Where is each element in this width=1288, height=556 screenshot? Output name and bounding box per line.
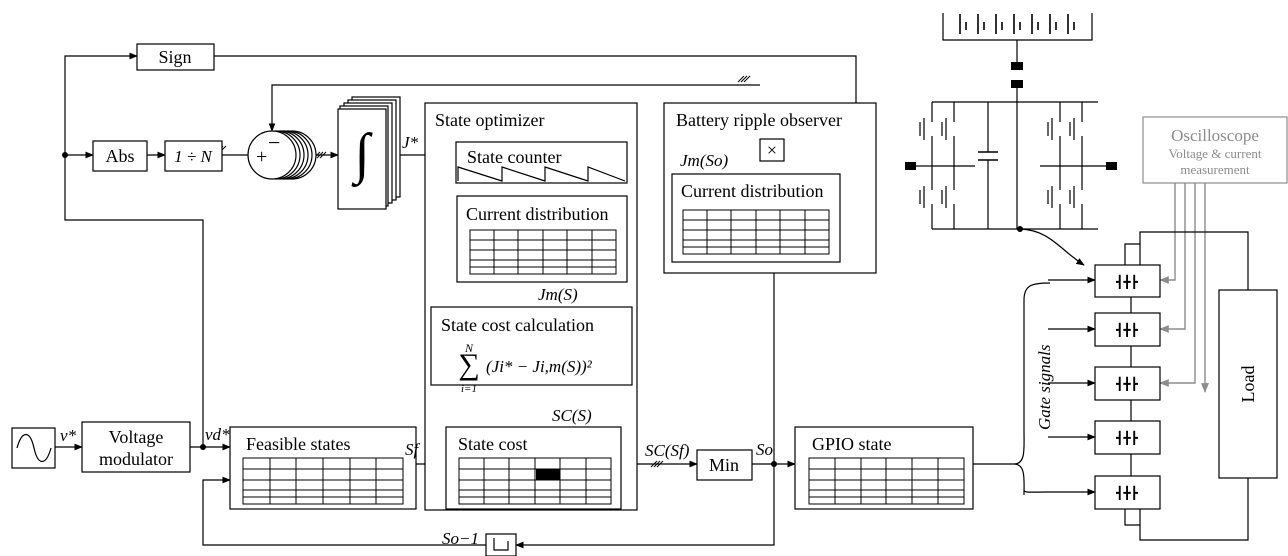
converter-module-2: ┫╋┣ <box>1094 312 1161 347</box>
converter-module-3: ┫╋┣ <box>1094 366 1161 401</box>
observer-current-distribution-table <box>682 209 830 255</box>
oscilloscope-block: Oscilloscope Voltage & current measureme… <box>1142 116 1288 184</box>
converter-module-1: ┫╋┣ <box>1094 264 1161 298</box>
integrator-stack: ∫ <box>337 96 401 210</box>
h-bridge-converter-icon <box>905 88 1117 230</box>
s-o-label: So <box>756 440 773 459</box>
module-stack: ┫╋┣ ┫╋┣ ┫╋┣ ┫╋┣ ┫╋┣ <box>1094 231 1249 541</box>
svg-text:┫╋┣: ┫╋┣ <box>1116 376 1138 391</box>
abs-label: Abs <box>105 146 134 166</box>
sum-symbol: ∑ <box>458 348 479 381</box>
observer-current-distribution-label: Current distribution <box>681 181 824 201</box>
summing-junction-stack: + − <box>247 130 317 180</box>
feasible-states-block: Feasible states <box>229 426 417 510</box>
state-optimizer-title: State optimizer <box>435 110 544 130</box>
current-distribution-block: Current distribution <box>456 195 628 283</box>
gate-signals-label: Gate signals <box>1035 344 1054 430</box>
sine-source-block <box>11 427 56 469</box>
sc-sf-label: SC(Sf) <box>645 441 690 460</box>
state-cost-calculation-label: State cost calculation <box>441 315 594 335</box>
battery-stack-icon <box>942 13 1093 88</box>
state-cost-label: State cost <box>458 434 528 454</box>
sc-s-label: SC(S) <box>552 406 592 425</box>
min-block: Min <box>696 449 753 481</box>
min-label: Min <box>709 455 739 475</box>
sum-expression: (Ji* − Ji,m(S))² <box>486 357 593 376</box>
measurement-probe-lines <box>1159 183 1209 393</box>
state-counter-block: State counter <box>455 141 628 184</box>
load-block: Load <box>1218 289 1278 479</box>
sum-upper-limit: N <box>464 341 474 355</box>
s-f-label: Sf <box>405 440 421 459</box>
current-distribution-label: Current distribution <box>466 204 609 224</box>
oscilloscope-subtitle-2: measurement <box>1180 162 1250 177</box>
gpio-state-label: GPIO state <box>812 434 892 454</box>
load-label: Load <box>1238 366 1258 403</box>
multiply-symbol: × <box>767 140 777 160</box>
state-cost-block: State cost <box>445 426 622 510</box>
voltage-modulator-line1: Voltage <box>109 427 164 447</box>
state-cost-calculation-block: State cost calculation N ∑ i=1 (Ji* − Ji… <box>430 306 633 395</box>
converter-module-4: ┫╋┣ <box>1094 420 1161 455</box>
voltage-modulator-block: Voltage modulator <box>81 421 191 473</box>
state-cost-table <box>458 457 612 505</box>
sign-label: Sign <box>158 47 191 67</box>
unit-delay-block <box>485 533 517 556</box>
j-star-label: J* <box>402 133 419 152</box>
svg-text:┫╋┣: ┫╋┣ <box>1116 485 1138 500</box>
jm-s-label: Jm(S) <box>538 285 578 304</box>
summer-plus-label: + <box>256 146 267 168</box>
oscilloscope-subtitle-1: Voltage & current <box>1169 146 1262 161</box>
v-star-label: v* <box>60 426 77 445</box>
state-counter-label: State counter <box>467 147 561 167</box>
converter-module-5: ┫╋┣ <box>1094 475 1161 510</box>
svg-text:┫╋┣: ┫╋┣ <box>1116 430 1138 445</box>
summer-minus-label: − <box>268 130 280 155</box>
feasible-states-table <box>242 457 404 505</box>
one-to-n-label: 1 ÷ N <box>174 147 213 166</box>
svg-text:┫╋┣: ┫╋┣ <box>1116 322 1138 337</box>
vd-star-label: vd* <box>205 425 230 444</box>
voltage-modulator-line2: modulator <box>99 449 173 469</box>
oscilloscope-title: Oscilloscope <box>1171 126 1259 145</box>
s-o-inverse-label: So−1 <box>442 529 479 548</box>
observer-current-distribution-block: Current distribution <box>671 173 841 263</box>
svg-text:┫╋┣: ┫╋┣ <box>1116 274 1138 289</box>
gpio-state-table <box>808 457 965 505</box>
abs-block: Abs <box>92 140 148 172</box>
gpio-state-block: GPIO state <box>794 426 974 510</box>
multiply-block <box>759 138 785 162</box>
sum-lower-limit: i=1 <box>461 383 477 395</box>
sign-block: Sign <box>136 43 215 71</box>
selected-state-cell <box>536 469 560 480</box>
current-distribution-table <box>469 229 617 275</box>
feasible-states-label: Feasible states <box>246 434 350 454</box>
integral-symbol: ∫ <box>351 123 373 188</box>
battery-ripple-observer-title: Battery ripple observer <box>676 110 842 130</box>
jm-so-label: Jm(So) <box>680 151 728 170</box>
one-to-n-block: 1 ÷ N <box>164 140 223 172</box>
